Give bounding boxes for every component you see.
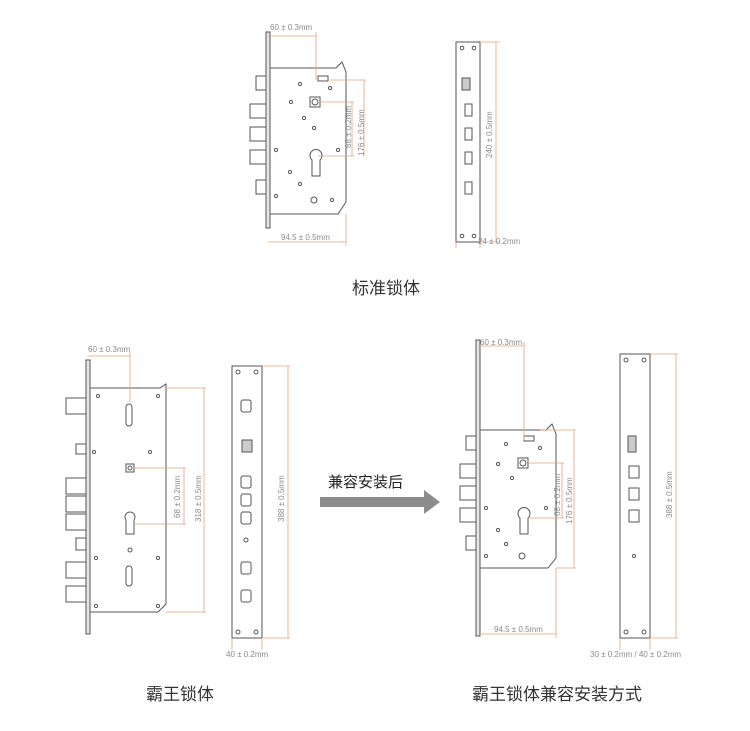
bawang-lock-body: [65, 359, 167, 635]
std-depth-label: 94.5 ± 0.5mm: [281, 233, 330, 242]
caption-standard: 标准锁体: [352, 279, 420, 299]
standard-dimension-lines: [268, 32, 366, 246]
bawang-faceplate: [231, 365, 263, 639]
bw-width-label: 60 ± 0.3mm: [88, 345, 131, 354]
compatible-lock-body: [459, 339, 557, 637]
bw-face-height-label: 388 ± 0.5mm: [277, 475, 286, 522]
std-width-label: 60 ± 0.3mm: [270, 23, 313, 32]
bw-body-height-label: 318 ± 0.5mm: [194, 475, 203, 522]
compatible-dimension-lines: [478, 342, 576, 638]
bawang-faceplate-dims: [231, 365, 290, 650]
compatible-arrow: 兼容安装后: [320, 473, 440, 514]
arrow-label: 兼容安装后: [328, 473, 403, 491]
cp-width-label: 60 ± 0.3mm: [480, 338, 523, 347]
bw-hole-pitch-label: 68 ± 0.2mm: [173, 475, 182, 518]
std-body-height-label: 176 ± 0.5mm: [357, 109, 366, 156]
std-hole-pitch-label: 68 ± 0.2mm: [344, 105, 353, 148]
cp-hole-pitch-label: 68 ± 0.2mm: [553, 473, 562, 516]
standard-faceplate: [455, 41, 481, 243]
cp-depth-label: 94.5 ± 0.5mm: [494, 625, 543, 634]
compatible-faceplate-dims: [619, 353, 678, 650]
cp-face-height-label: 388 ± 0.5mm: [665, 471, 674, 518]
bawang-dimension-lines: [88, 352, 206, 613]
standard-faceplate-dims: [455, 41, 500, 248]
bw-face-width-label: 40 ± 0.2mm: [226, 650, 269, 659]
cp-body-height-label: 176 ± 0.5mm: [565, 477, 574, 524]
std-face-height-label: 240 ± 0.5mm: [485, 111, 494, 158]
caption-bawang: 霸王锁体: [146, 685, 214, 705]
compatible-faceplate: [619, 353, 651, 639]
standard-lock-body: [249, 31, 347, 229]
std-face-width-label: 24 ± 0.2mm: [478, 237, 521, 246]
caption-compatible: 霸王锁体兼容安装方式: [472, 685, 642, 705]
cp-face-width-label: 30 ± 0.2mm / 40 ± 0.2mm: [590, 650, 681, 659]
